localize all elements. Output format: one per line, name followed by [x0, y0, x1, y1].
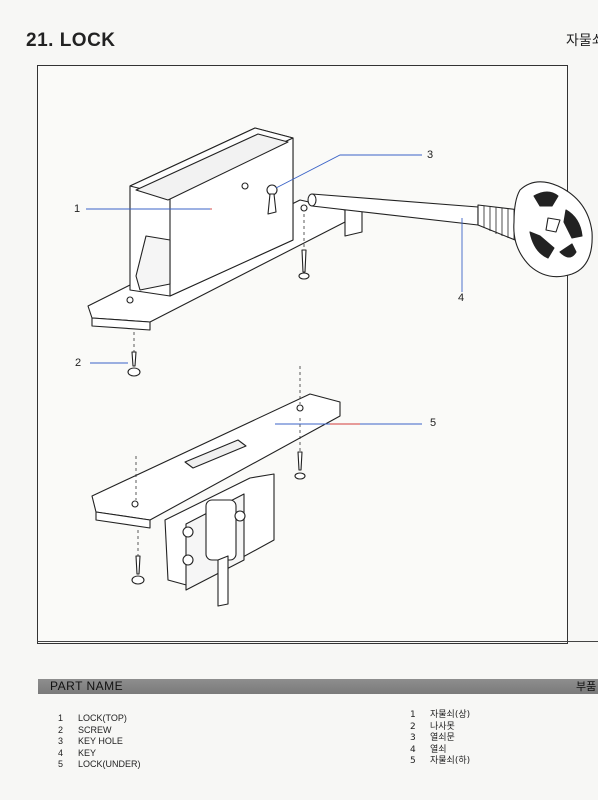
callout-5: 5: [430, 417, 437, 429]
screw-lower-left: [131, 555, 145, 585]
page-title: 21. LOCK: [26, 30, 116, 51]
part-name-heading-korean: 부품: [576, 680, 597, 693]
frame-rule: [37, 641, 598, 642]
screw-top-right: [298, 249, 310, 280]
page-title-korean: 자물쇠: [566, 33, 598, 49]
callout-4: 4: [458, 292, 465, 304]
screw-lower-right: [294, 451, 306, 480]
part-name-heading: PART NAME: [50, 679, 124, 693]
diagram-frame: [37, 65, 568, 644]
callout-1: 1: [74, 203, 81, 215]
part-name-header-bar: PART NAME 부품: [38, 679, 598, 694]
callout-3: 3: [427, 149, 434, 161]
callout-2: 2: [75, 357, 82, 369]
screw-left: [127, 351, 141, 377]
